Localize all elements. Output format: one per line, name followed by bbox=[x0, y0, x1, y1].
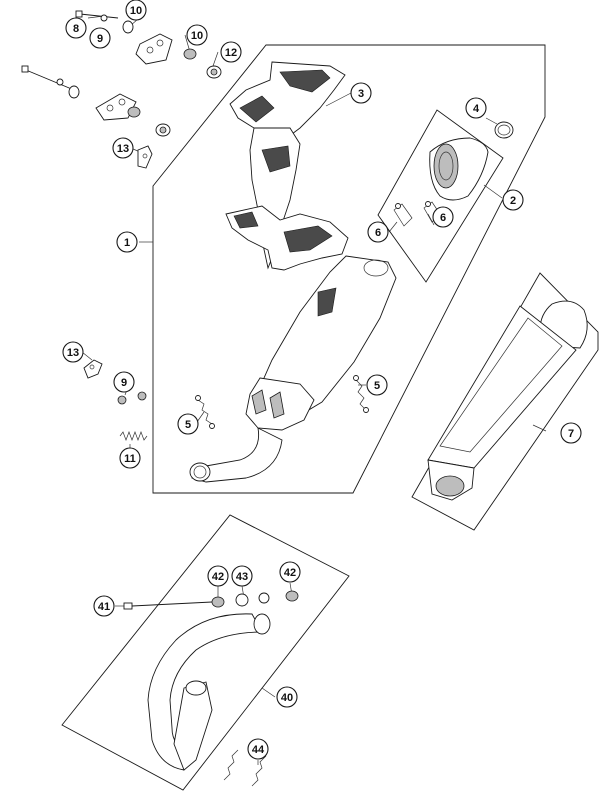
end-cap bbox=[429, 137, 489, 201]
end-cap-kit-frame bbox=[377, 109, 504, 283]
callout-8: 8 bbox=[65, 17, 87, 39]
svg-text:9: 9 bbox=[121, 377, 127, 389]
callout-3: 3 bbox=[350, 82, 372, 104]
svg-text:5: 5 bbox=[185, 419, 191, 431]
header-pipe-frame bbox=[61, 514, 350, 791]
header-pipe bbox=[147, 613, 271, 771]
clamp-13-lower bbox=[83, 359, 103, 379]
spring-11 bbox=[119, 431, 148, 441]
svg-text:42: 42 bbox=[212, 571, 224, 583]
svg-text:5: 5 bbox=[374, 380, 380, 392]
callout-42-left: 42 bbox=[207, 565, 229, 587]
header-bolt bbox=[123, 590, 299, 610]
end-cap-rivets bbox=[393, 201, 441, 227]
lower-mounting-bracket bbox=[21, 65, 141, 121]
rubber-bushing-lower bbox=[155, 123, 171, 137]
callout-41: 41 bbox=[93, 595, 115, 617]
svg-text:40: 40 bbox=[281, 692, 293, 704]
svg-text:42: 42 bbox=[284, 567, 296, 579]
svg-text:3: 3 bbox=[358, 88, 364, 100]
callout-6-left: 6 bbox=[367, 221, 389, 243]
callout-12: 12 bbox=[220, 41, 242, 63]
callout-9-left: 9 bbox=[113, 371, 135, 393]
callout-42-right: 42 bbox=[279, 561, 301, 583]
callout-44: 44 bbox=[247, 738, 269, 760]
svg-text:11: 11 bbox=[124, 453, 136, 465]
svg-text:8: 8 bbox=[73, 23, 79, 35]
washer-9-pair bbox=[117, 391, 147, 405]
heat-shield bbox=[225, 61, 349, 271]
callout-1: 1 bbox=[116, 231, 138, 253]
svg-text:10: 10 bbox=[130, 5, 142, 17]
svg-text:41: 41 bbox=[98, 601, 110, 613]
springs-44 bbox=[223, 749, 267, 787]
callout-4: 4 bbox=[465, 97, 487, 119]
silencer-insert bbox=[427, 300, 588, 501]
rubber-bushing-12 bbox=[206, 65, 222, 79]
callout-5-left: 5 bbox=[177, 413, 199, 435]
callout-7: 7 bbox=[560, 422, 582, 444]
callout-5-right: 5 bbox=[366, 374, 388, 396]
svg-text:9: 9 bbox=[97, 33, 103, 45]
svg-text:4: 4 bbox=[473, 103, 480, 115]
silencer-body bbox=[245, 255, 397, 431]
svg-text:43: 43 bbox=[236, 571, 248, 583]
silencer-assembly-frame bbox=[152, 44, 546, 494]
callout-10-top: 10 bbox=[125, 0, 147, 21]
callout-10-mid: 10 bbox=[186, 24, 208, 46]
svg-text:6: 6 bbox=[375, 227, 381, 239]
svg-text:13: 13 bbox=[117, 143, 129, 155]
callout-43: 43 bbox=[231, 565, 253, 587]
svg-text:44: 44 bbox=[252, 744, 265, 756]
o-ring bbox=[494, 121, 514, 139]
svg-text:7: 7 bbox=[568, 428, 574, 440]
upper-mounting-bracket bbox=[75, 10, 197, 65]
springs-5 bbox=[195, 375, 369, 429]
inlet-pipe bbox=[189, 427, 283, 483]
svg-text:13: 13 bbox=[67, 347, 79, 359]
callout-9-top: 9 bbox=[89, 27, 111, 49]
callout-40: 40 bbox=[276, 686, 298, 708]
svg-text:12: 12 bbox=[225, 47, 237, 59]
callout-6-right: 6 bbox=[432, 206, 454, 228]
callout-13-left: 13 bbox=[62, 341, 84, 363]
svg-text:6: 6 bbox=[440, 212, 446, 224]
svg-text:1: 1 bbox=[124, 237, 130, 249]
callout-13-top: 13 bbox=[112, 137, 134, 159]
clamp-13-upper bbox=[137, 145, 153, 169]
svg-text:2: 2 bbox=[510, 195, 516, 207]
svg-text:10: 10 bbox=[191, 30, 203, 42]
callout-11: 11 bbox=[119, 447, 141, 469]
callout-2: 2 bbox=[502, 189, 524, 211]
